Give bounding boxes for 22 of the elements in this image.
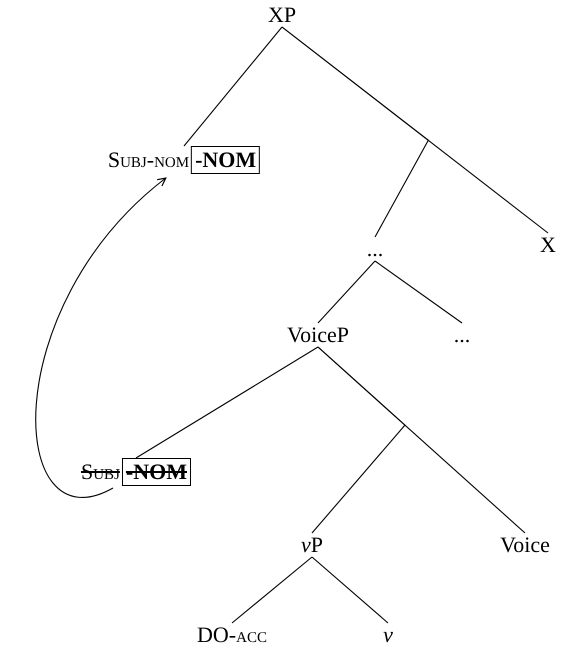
tree-branch bbox=[282, 26, 548, 234]
boxed-feature: -NOM bbox=[122, 458, 191, 486]
syntax-label: Voice bbox=[500, 533, 550, 557]
tree-branch bbox=[318, 346, 526, 534]
tree-branch bbox=[232, 556, 312, 624]
syntax-label: v bbox=[383, 623, 393, 647]
syntax-label: ... bbox=[366, 237, 384, 261]
tree-branch bbox=[318, 260, 376, 324]
syntax-label: X bbox=[540, 233, 556, 257]
syntax-label: DO-acc bbox=[197, 623, 267, 647]
syntax-label: VoiceP bbox=[287, 323, 349, 347]
tree-branch bbox=[374, 260, 462, 324]
tree-branch bbox=[136, 346, 318, 458]
syntax-label: ... bbox=[454, 323, 470, 347]
syntax-label: Subj bbox=[81, 460, 120, 484]
movement-arrow bbox=[36, 177, 166, 498]
tree-branch bbox=[184, 26, 282, 146]
syntax-label: vP bbox=[301, 533, 323, 557]
tree-branch bbox=[312, 556, 388, 624]
syntax-label: Subj-nom bbox=[108, 148, 190, 172]
boxed-feature: -NOM bbox=[191, 146, 260, 174]
syntax-label: XP bbox=[268, 3, 296, 27]
